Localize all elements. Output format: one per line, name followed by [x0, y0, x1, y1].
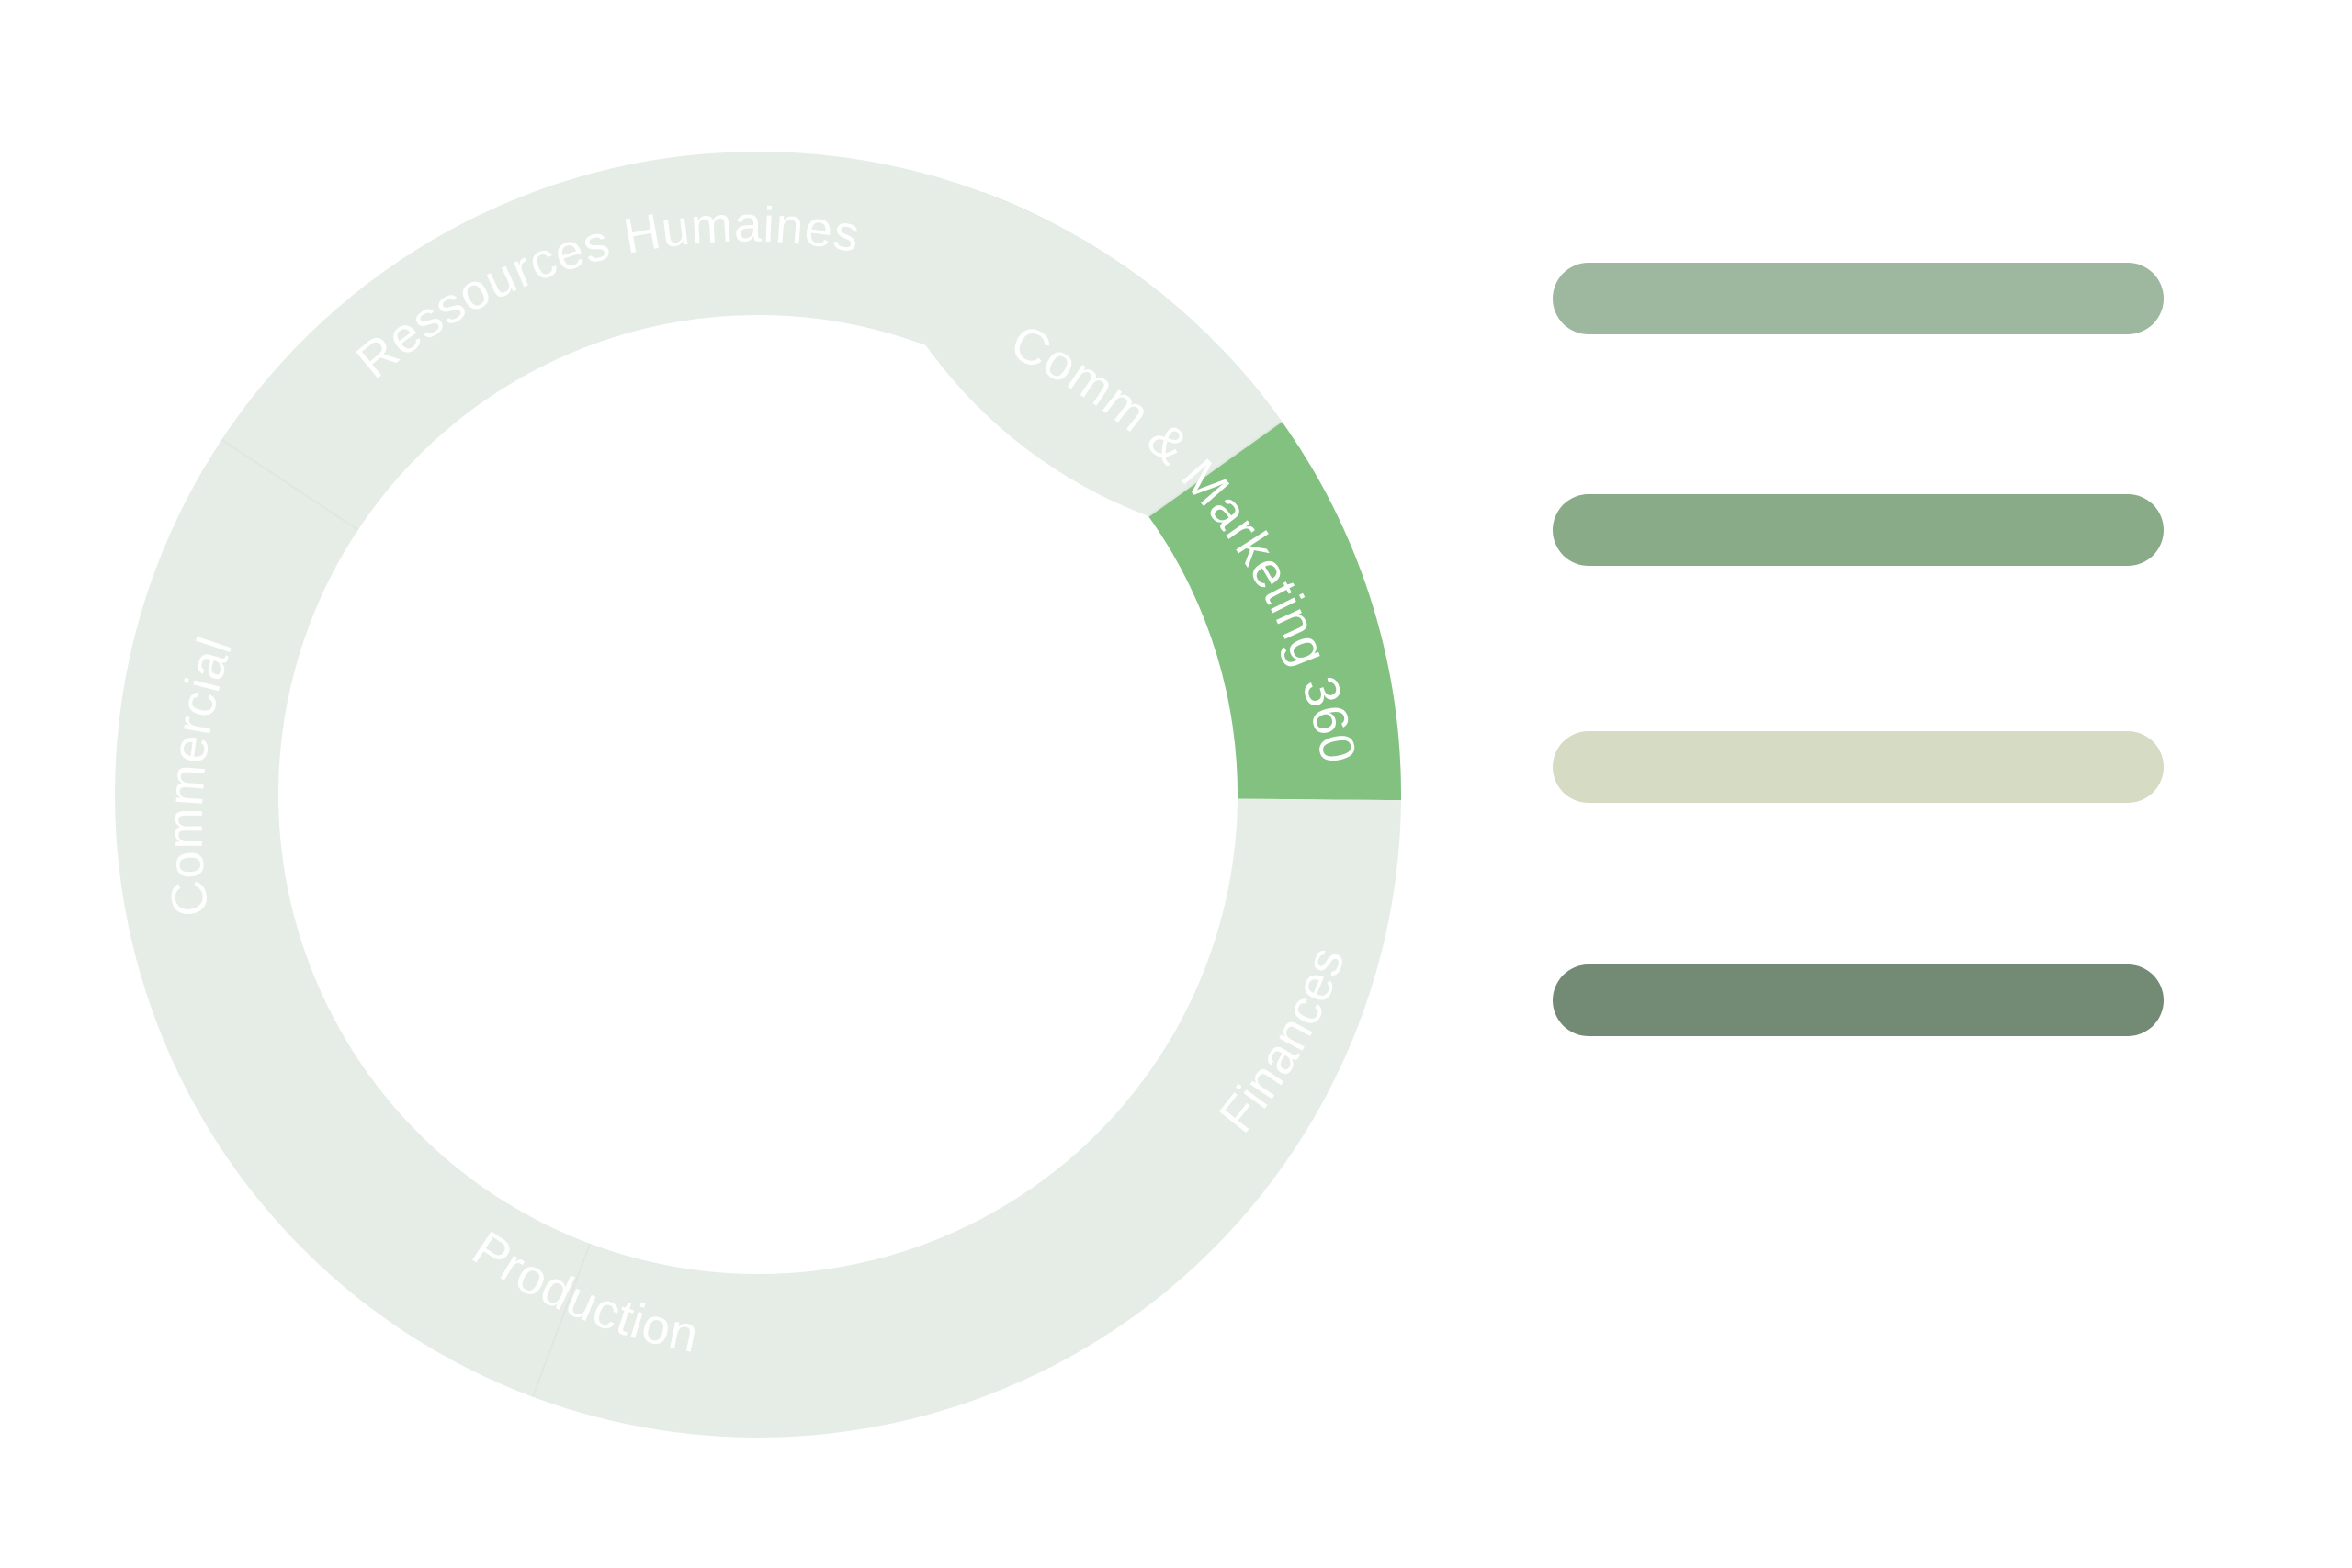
segment-divider: [531, 1243, 592, 1398]
segment-finances[interactable]: [532, 798, 1401, 1438]
segment-divider: [220, 438, 359, 531]
segment-production[interactable]: [114, 439, 591, 1397]
menu-bar-2[interactable]: [1553, 494, 2164, 566]
segment-rh[interactable]: [925, 192, 1282, 516]
menu-bar-1[interactable]: [1553, 263, 2164, 334]
segment-divider: [1148, 420, 1283, 517]
menu-bar-4[interactable]: [1553, 964, 2164, 1036]
menu-bar-3[interactable]: [1553, 731, 2164, 803]
